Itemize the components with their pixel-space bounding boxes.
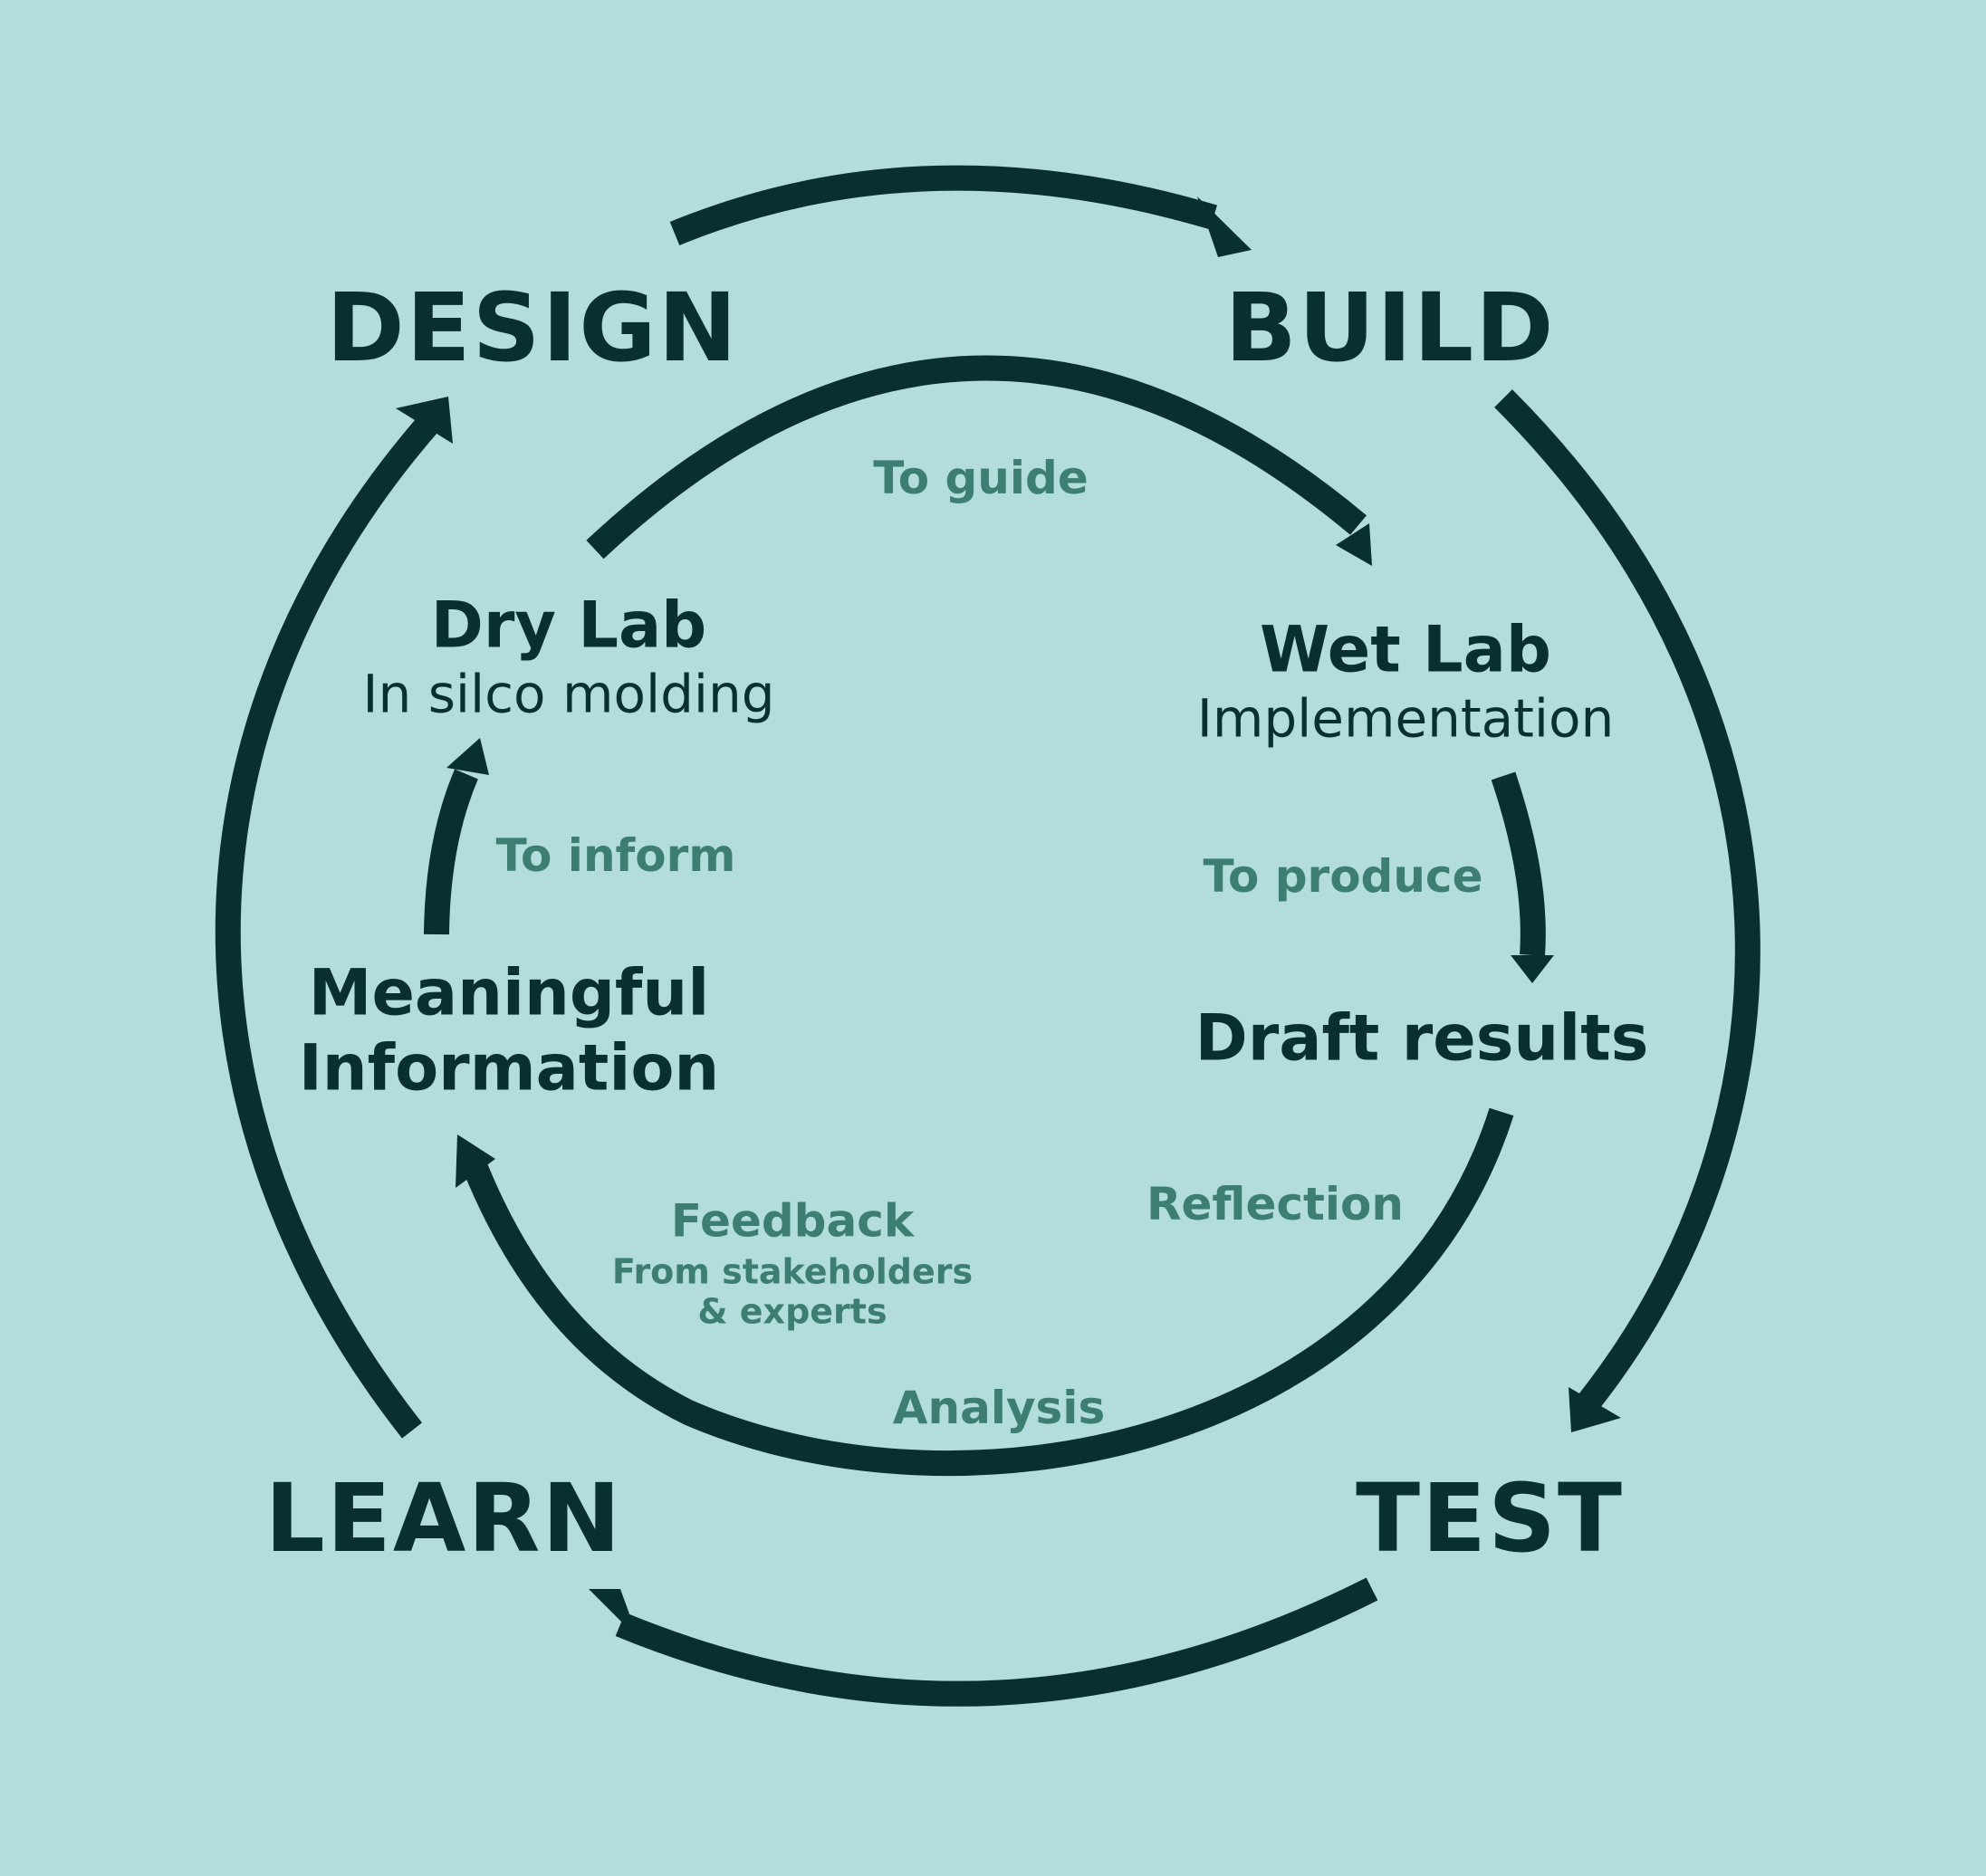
edge-label-feedback: Feedback From stakeholders & experts	[612, 1194, 973, 1331]
dry-lab-subtitle: In silco molding	[362, 663, 775, 725]
dry-lab-title: Dry Lab	[430, 588, 707, 663]
outer-arrow-learn-to-design	[215, 407, 445, 1439]
meaningful-line1: Meaningful	[308, 955, 710, 1030]
feedback-sub-line1: From stakeholders	[611, 1251, 974, 1292]
edge-label-to-produce: To produce	[1203, 850, 1483, 903]
stage-design-label: DESIGN	[326, 273, 739, 383]
inner-arrowhead-wet-lab	[1336, 523, 1372, 566]
node-meaningful-information: Meaningful Information	[299, 955, 720, 1105]
outer-arrow-build-to-test	[1494, 389, 1761, 1421]
node-draft-results: Draft results	[1194, 1000, 1649, 1076]
inner-arrowhead-draft	[1511, 955, 1554, 983]
wet-lab-subtitle: Implementation	[1196, 687, 1615, 750]
node-wet-lab: Wet Lab Implementation	[1197, 613, 1615, 750]
node-dry-lab: Dry Lab In silco molding	[362, 589, 774, 725]
inner-arrow-dry-to-wet	[586, 355, 1367, 560]
inner-arrowhead-dry-lab	[446, 738, 489, 775]
inner-arrow-wet-to-draft	[1491, 771, 1546, 956]
wet-lab-title: Wet Lab	[1260, 612, 1551, 687]
outer-arrowhead-learn	[589, 1589, 638, 1639]
outer-arrow-design-to-build	[669, 165, 1217, 245]
outer-arrowhead-test	[1569, 1387, 1621, 1432]
feedback-sub-line2: & experts	[697, 1291, 887, 1331]
inner-arrow-meaningful-to-dry	[424, 769, 478, 935]
inner-arrow-draft-to-meaningful	[464, 1107, 1514, 1477]
stage-build-label: BUILD	[1224, 273, 1556, 383]
stage-test-label: TEST	[1356, 1463, 1624, 1574]
edge-label-reflection: Reflection	[1146, 1178, 1405, 1230]
feedback-title: Feedback	[670, 1194, 915, 1248]
edge-label-analysis: Analysis	[892, 1382, 1106, 1434]
inner-arrowhead-meaningful	[456, 1134, 495, 1188]
outer-arrowhead-design	[396, 397, 453, 444]
edge-label-to-inform: To inform	[495, 829, 736, 882]
outer-arrowhead-build	[1197, 196, 1252, 257]
edge-label-to-guide: To guide	[873, 452, 1089, 504]
stage-learn-label: LEARN	[264, 1463, 623, 1574]
outer-arrow-test-to-learn	[615, 1577, 1378, 1707]
meaningful-line2: Information	[298, 1030, 720, 1105]
